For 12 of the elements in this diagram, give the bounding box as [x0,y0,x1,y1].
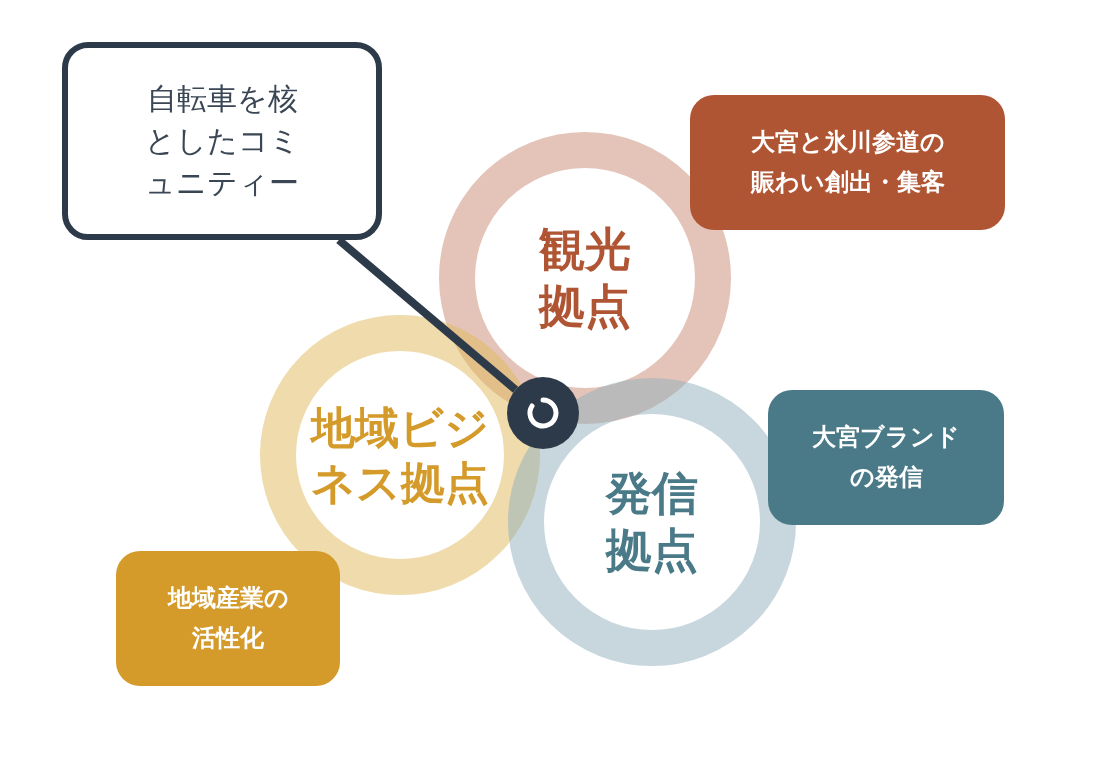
node-text: 大宮と氷川参道の賑わい創出・集客 [749,126,946,198]
node-text: 地域産業の活性化 [166,582,290,654]
label-box [690,95,1005,230]
callout-box [62,42,382,240]
node-text: 発信拠点 [604,464,699,579]
center-dot [507,377,579,449]
node-text: 大宮ブランドの発信 [811,421,961,493]
label-box [116,551,340,686]
label-box [768,390,1004,525]
node-text: 自転車を核としたコミュニティー [144,80,300,202]
node-text: 地域ビジネス拠点 [310,401,490,510]
node-text: 観光拠点 [537,220,632,335]
